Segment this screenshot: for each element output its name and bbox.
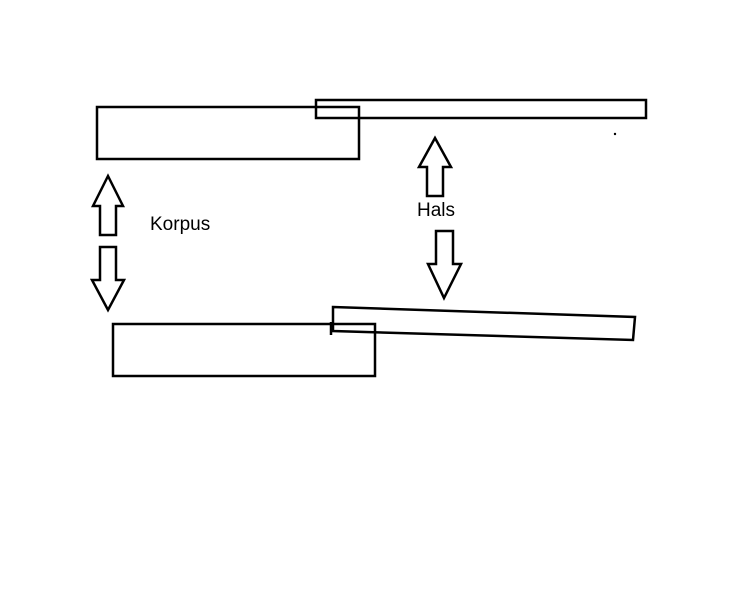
korpus-arrow-up bbox=[90, 173, 126, 237]
korpus-arrow-down bbox=[89, 245, 127, 313]
hals-arrow-down bbox=[426, 229, 464, 301]
korpus-label: Korpus bbox=[150, 214, 210, 235]
hals-arrow-up bbox=[416, 135, 454, 198]
body-rect-bottom bbox=[111, 322, 377, 378]
stray-dot bbox=[613, 132, 617, 136]
hals-label: Hals bbox=[417, 200, 455, 221]
body-rect-top bbox=[95, 105, 361, 161]
neck-rect-bottom-angled bbox=[331, 305, 637, 342]
neck-rect-top bbox=[314, 98, 648, 120]
